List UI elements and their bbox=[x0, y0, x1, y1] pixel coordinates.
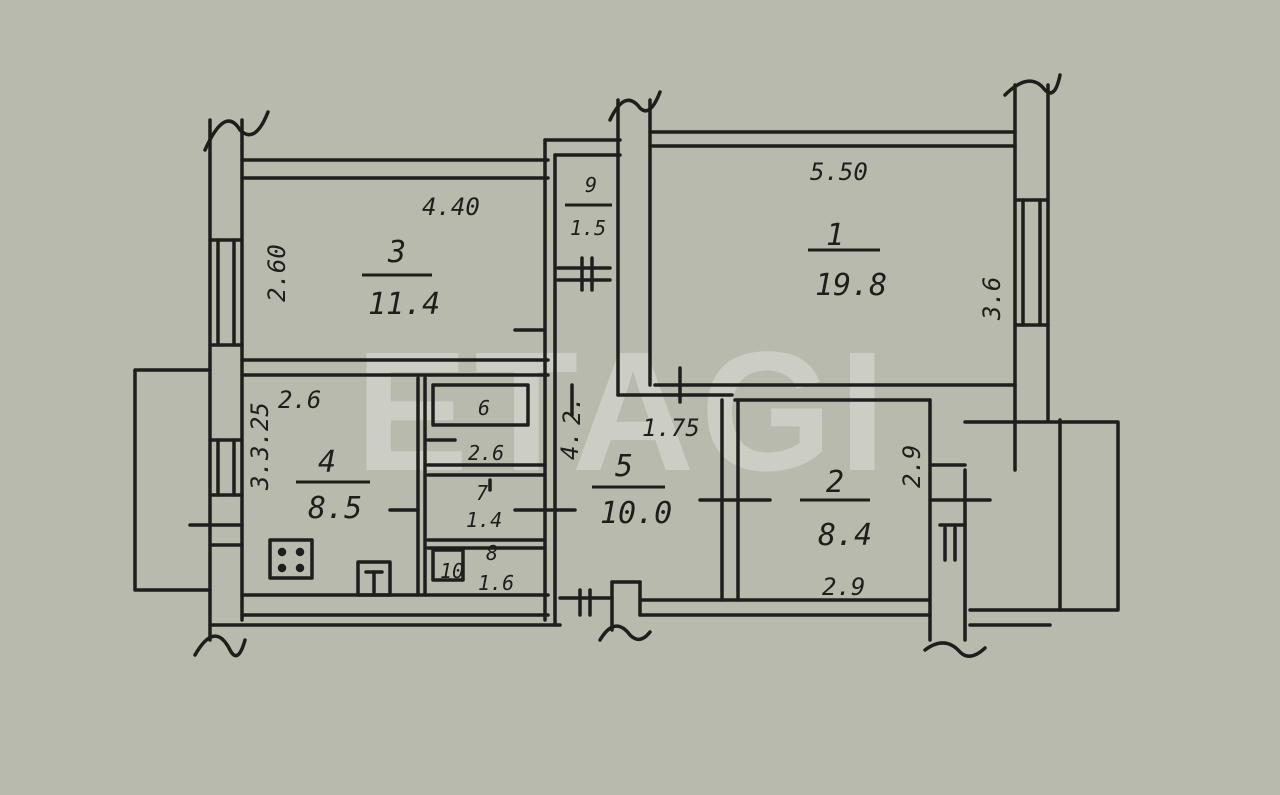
dim-room5-height-b: 2. bbox=[558, 396, 586, 425]
room-area-9: 1.5 bbox=[570, 216, 606, 240]
window-room-3 bbox=[208, 238, 244, 347]
room-5-label: 5 10.0 bbox=[592, 449, 672, 531]
room-number-9: 9 bbox=[585, 173, 597, 197]
room-9-label: 9 1.5 bbox=[565, 173, 612, 240]
dim-room2-height: 2.9 bbox=[898, 445, 926, 488]
room-number-5: 5 bbox=[615, 449, 633, 484]
room-3-label: 3 11.4 bbox=[362, 235, 440, 322]
room-area-2: 8.4 bbox=[818, 518, 872, 553]
room-7-label: 7 1.4 bbox=[466, 481, 502, 532]
room-2-walls bbox=[638, 398, 932, 642]
room-number-6: 6 bbox=[478, 396, 490, 420]
room-number-7: 7 bbox=[476, 481, 488, 505]
room-1-walls bbox=[648, 130, 1017, 402]
dim-room2-width: 2.9 bbox=[822, 573, 865, 601]
room-area-3: 11.4 bbox=[368, 287, 440, 322]
dim-room4-width: 2.6 bbox=[278, 386, 321, 414]
dim-room1-width: 5.50 bbox=[810, 158, 868, 186]
room-number-3: 3 bbox=[387, 235, 406, 270]
room-8-label: 8 1.6 bbox=[478, 541, 514, 595]
room-4-walls bbox=[208, 508, 562, 627]
room-area-5: 10.0 bbox=[600, 496, 672, 531]
room-2-label: 2 8.4 bbox=[800, 465, 872, 553]
room-9-walls bbox=[513, 138, 622, 332]
dim-room1-height: 3.6 bbox=[978, 277, 1006, 321]
sink-label: 10 bbox=[440, 559, 464, 583]
dim-room3-height: 2.60 bbox=[263, 244, 291, 302]
dim-room4-height: 3.25 bbox=[246, 402, 274, 461]
room-number-4: 4 bbox=[318, 445, 336, 480]
room-number-2: 2 bbox=[826, 465, 844, 500]
room-area-6: 2.6 bbox=[468, 441, 504, 465]
room-area-7: 1.4 bbox=[466, 508, 502, 532]
room-6-label: 6 2.6 bbox=[468, 396, 504, 465]
balcony-left bbox=[133, 368, 244, 592]
room-number-1: 1 bbox=[826, 218, 844, 253]
window-room-1 bbox=[1013, 198, 1050, 327]
room-area-8: 1.6 bbox=[478, 571, 514, 595]
dim-room3-width: 4.40 bbox=[422, 193, 480, 221]
bathroom-block bbox=[416, 376, 577, 597]
room-3-walls bbox=[240, 158, 550, 377]
room-1-label: 1 19.8 bbox=[808, 218, 887, 303]
sink-icon bbox=[356, 560, 392, 597]
dim-room4-height-b: 3. bbox=[246, 461, 274, 491]
room-area-1: 19.8 bbox=[815, 268, 887, 303]
room-4-label: 4 8.5 bbox=[296, 445, 370, 526]
dim-room5-height: 4. bbox=[556, 431, 584, 460]
window-room-4 bbox=[208, 438, 244, 497]
room-area-4: 8.5 bbox=[308, 491, 362, 526]
right-outer-wall bbox=[1003, 73, 1062, 472]
stove-icon bbox=[268, 538, 314, 580]
left-outer-wall bbox=[193, 110, 270, 658]
room-number-8: 8 bbox=[486, 541, 498, 565]
balcony-right bbox=[923, 418, 1120, 658]
stair-wall bbox=[608, 90, 734, 397]
room-5-walls bbox=[558, 366, 682, 642]
dim-room5-width: 1.75 bbox=[642, 414, 700, 442]
